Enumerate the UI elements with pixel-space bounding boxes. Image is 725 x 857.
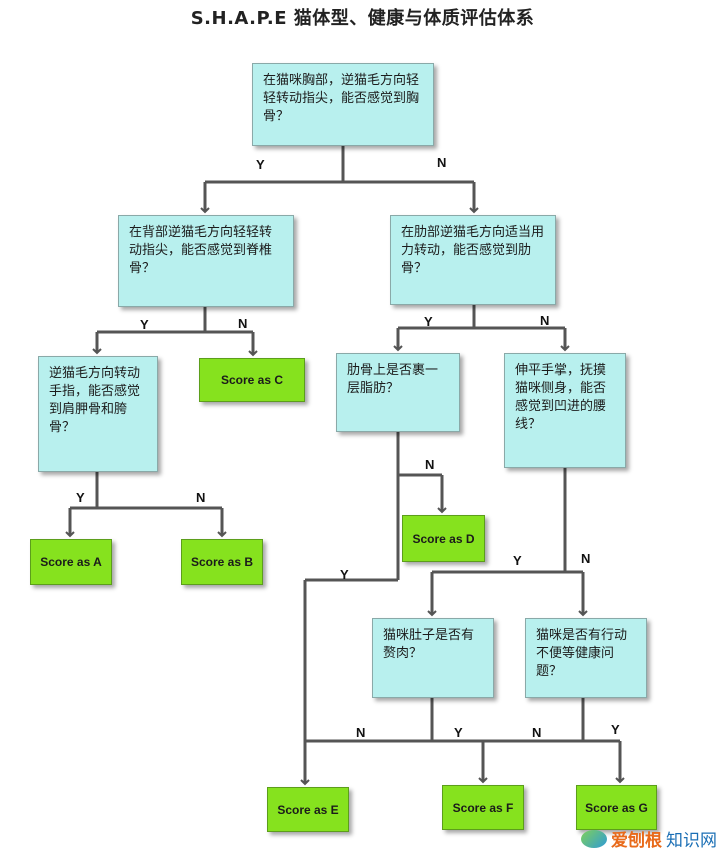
label-q1-no: N: [437, 155, 447, 170]
watermark-site: 知识网: [666, 831, 717, 851]
label-q2-no: N: [238, 316, 248, 331]
question-rib-fat: 肋骨上是否裹一层脂肪？: [336, 353, 460, 432]
question-belly-fat: 猫咪肚子是否有赘肉？: [372, 618, 494, 698]
score-e: Score as E: [267, 787, 349, 832]
score-d: Score as D: [402, 515, 485, 562]
score-a: Score as A: [30, 539, 112, 585]
label-q3-no: N: [540, 313, 550, 328]
label-q6-no: N: [581, 551, 591, 566]
question-waistline: 伸平手掌，抚摸猫咪侧身，能否感觉到凹进的腰线？: [504, 353, 626, 468]
label-q2-yes: Y: [140, 317, 149, 332]
label-q3-yes: Y: [424, 314, 433, 329]
watermark: 爱刨根 知识网: [581, 826, 717, 851]
question-spine: 在背部逆猫毛方向轻轻转动指尖，能否感觉到脊椎骨？: [118, 215, 294, 307]
watermark-logo-icon: [581, 829, 607, 848]
question-ribs: 在肋部逆猫毛方向适当用力转动，能否感觉到肋骨？: [390, 215, 556, 305]
label-q7-yes: Y: [454, 725, 463, 740]
label-q4-no: N: [196, 490, 206, 505]
label-q8-no: N: [532, 725, 542, 740]
watermark-brand: 爱刨根: [611, 831, 662, 851]
question-chest-bone: 在猫咪胸部，逆猫毛方向轻轻转动指尖，能否感觉到胸骨？: [252, 63, 434, 146]
label-q5-no: N: [425, 457, 435, 472]
score-c: Score as C: [199, 358, 305, 402]
question-health: 猫咪是否有行动不便等健康问题？: [525, 618, 647, 698]
score-f: Score as F: [442, 785, 524, 830]
diagram-title: S.H.A.P.E 猫体型、健康与体质评估体系: [190, 8, 535, 29]
question-shoulder-hip: 逆猫毛方向转动手指，能否感觉到肩胛骨和胯骨？: [38, 356, 158, 472]
label-q1-yes: Y: [256, 157, 265, 172]
label-q5-yes: Y: [340, 567, 349, 582]
score-g: Score as G: [576, 785, 657, 830]
label-q6-yes: Y: [513, 553, 522, 568]
score-b: Score as B: [181, 539, 263, 585]
label-q8-yes: Y: [611, 722, 620, 737]
label-q7-no: N: [356, 725, 366, 740]
label-q4-yes: Y: [76, 490, 85, 505]
